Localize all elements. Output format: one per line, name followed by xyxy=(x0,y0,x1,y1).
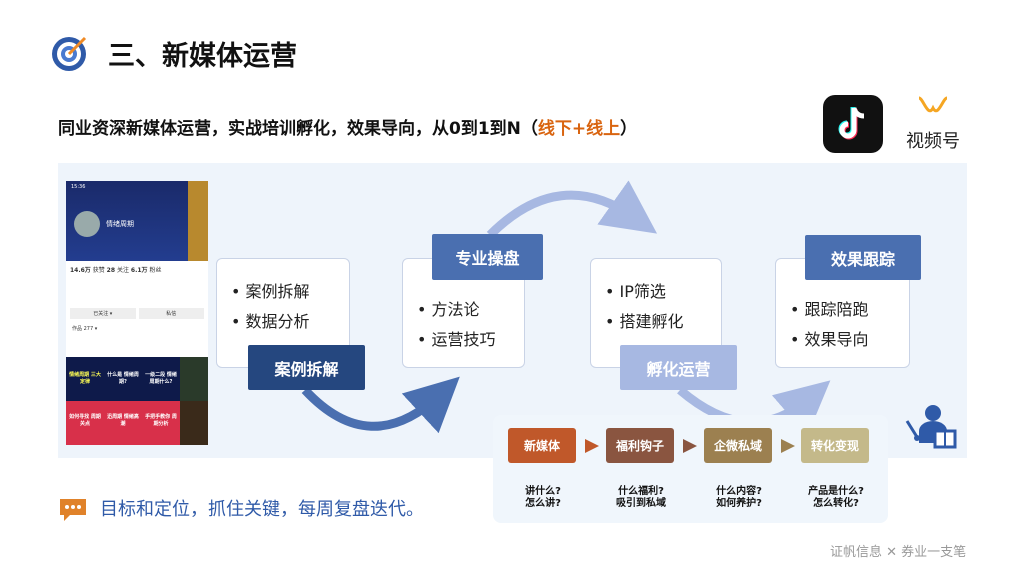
flow-question: 讲什么?怎么讲? xyxy=(525,486,561,509)
card-item: • 数据分析 xyxy=(231,312,310,331)
card-item: • 跟踪陪跑 xyxy=(790,300,869,319)
phone-likes: 14.6万 xyxy=(70,267,91,274)
step-label-tracking: 效果跟踪 xyxy=(805,235,921,280)
subtitle: 同业资深新媒体运营，实战培训孵化，效果导向，从0到1到N（线下+线上） xyxy=(58,114,637,139)
video-tile: 一级二段 情绪周期什么? xyxy=(142,357,180,401)
phone-follow-label: 关注 xyxy=(116,267,129,274)
card-item: • 运营技巧 xyxy=(417,330,496,349)
summary-text: 目标和定位，抓住关键，每周复盘迭代。 xyxy=(100,499,424,520)
flow-benefit-hook: 福利钩子 xyxy=(606,428,674,463)
video-tile: 如何寻找 周期关点 xyxy=(66,401,104,445)
phone-name: 情绪周期 xyxy=(106,220,134,228)
arrow-right-icon xyxy=(585,439,599,453)
phone-works: 作品 277 ▾ xyxy=(72,326,98,332)
video-tile: 情绪周期 三大定律 xyxy=(66,357,104,401)
teacher-icon xyxy=(905,403,957,453)
message-button: 私信 xyxy=(138,308,204,319)
channels-logo: 视频号 xyxy=(900,95,966,153)
flow-question: 什么内容?如何养护? xyxy=(716,486,762,509)
video-tile: 迅周期 情绪高潮 xyxy=(104,401,142,445)
douyin-logo xyxy=(823,95,883,153)
chat-icon xyxy=(58,497,88,527)
phone-fans: 6.1万 xyxy=(130,267,148,274)
target-icon xyxy=(50,33,90,77)
phone-time: 15:36 xyxy=(71,184,86,190)
flow-private-domain: 企微私域 xyxy=(704,428,772,463)
arrow-right-icon xyxy=(781,439,795,453)
step-label-incubation: 孵化运营 xyxy=(620,345,737,390)
step-label-case-study: 案例拆解 xyxy=(248,345,365,390)
page-title: 三、新媒体运营 xyxy=(108,41,297,72)
arrow-right-icon xyxy=(683,439,697,453)
card-item: • IP筛选 xyxy=(605,282,666,301)
conversion-flow: 新媒体 福利钩子 企微私域 转化变现 讲什么?怎么讲? 什么福利?吸引到私域 什… xyxy=(493,415,888,523)
video-tile: 什么是 情绪周期? xyxy=(104,357,142,401)
phone-follow: 28 xyxy=(106,267,116,274)
step-label-operation: 专业操盘 xyxy=(432,234,543,280)
subtitle-main: 同业资深新媒体运营，实战培训孵化，效果导向，从0到1到N（ xyxy=(58,119,538,139)
douyin-profile-screenshot: 15:36 情绪周期 14.6万 获赞 28 关注 6.1万 粉丝 已关注 ▾ … xyxy=(66,181,208,445)
channels-icon xyxy=(918,96,948,113)
phone-fans-label: 粉丝 xyxy=(149,267,162,274)
flow-question: 产品是什么?怎么转化? xyxy=(808,486,864,509)
card-item: • 方法论 xyxy=(417,300,480,319)
video-tile: 手把手教你 周期分析 xyxy=(142,401,180,445)
flow-question: 什么福利?吸引到私域 xyxy=(616,486,666,509)
phone-likes-label: 获赞 xyxy=(92,267,105,274)
channels-label: 视频号 xyxy=(906,131,960,152)
subtitle-highlight: 线下+线上 xyxy=(537,119,621,139)
card-item: • 搭建孵化 xyxy=(605,312,684,331)
card-item: • 效果导向 xyxy=(790,330,869,349)
card-item: • 案例拆解 xyxy=(231,282,310,301)
followed-button: 已关注 ▾ xyxy=(70,308,136,319)
subtitle-end: ） xyxy=(620,119,638,139)
flow-monetization: 转化变现 xyxy=(801,428,869,463)
footer-credit: 证帆信息 ✕ 券业一支笔 xyxy=(830,545,967,560)
flow-new-media: 新媒体 xyxy=(508,428,576,463)
